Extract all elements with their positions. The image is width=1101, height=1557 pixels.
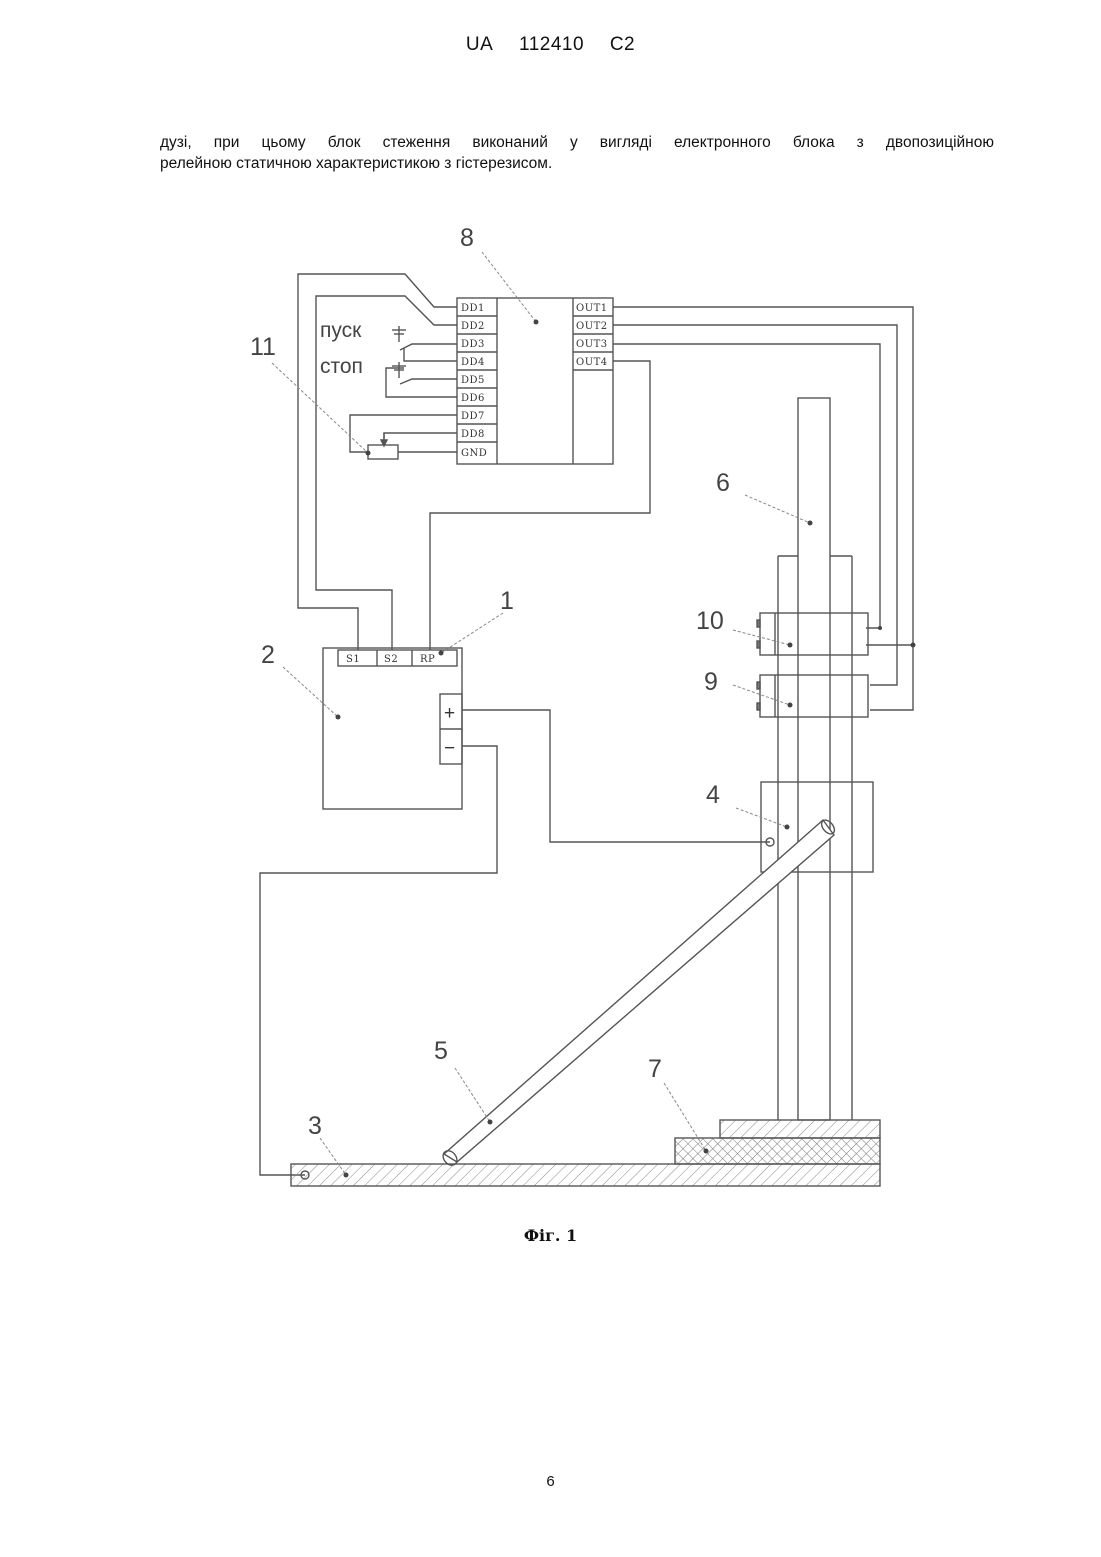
- terminal-s2: S2: [384, 654, 398, 665]
- pin-out1: OUT1: [576, 303, 608, 314]
- pin-dd5: DD5: [461, 375, 485, 386]
- pin-dd7: DD7: [461, 411, 485, 422]
- page-number: 6: [0, 1473, 1101, 1490]
- stop-switch-label: стоп: [320, 355, 363, 378]
- plus-terminal-sign: +: [444, 703, 455, 724]
- minus-terminal-sign: −: [444, 738, 455, 759]
- callout-2: 2: [261, 641, 275, 669]
- callout-dots: [336, 320, 916, 1178]
- pin-gnd: GND: [461, 448, 487, 459]
- callout-1: 1: [500, 587, 514, 615]
- callout-8: 8: [460, 224, 474, 252]
- terminal-rp: RP: [420, 654, 435, 665]
- controller-input-labels: DD1 DD2 DD3 DD4 DD5 DD6 DD7 DD8 GND: [461, 303, 487, 459]
- pin-dd6: DD6: [461, 393, 485, 404]
- pin-out2: OUT2: [576, 321, 608, 332]
- callout-9: 9: [704, 668, 718, 696]
- terminal-s1: S1: [346, 654, 360, 665]
- potentiometer-11: [368, 445, 398, 459]
- pin-dd4: DD4: [461, 357, 485, 368]
- start-switch-label: пуск: [320, 319, 362, 342]
- controller-output-labels: OUT1 OUT2 OUT3 OUT4: [576, 303, 608, 368]
- column-foot-plate: [720, 1120, 880, 1138]
- callout-6: 6: [716, 469, 730, 497]
- pin-out4: OUT4: [576, 357, 608, 368]
- callout-leaders: [272, 252, 810, 1175]
- callout-5: 5: [434, 1037, 448, 1065]
- pin-dd2: DD2: [461, 321, 485, 332]
- callout-3: 3: [308, 1112, 322, 1140]
- pin-dd3: DD3: [461, 339, 485, 350]
- figure-caption: Фіг. 1: [0, 1226, 1101, 1245]
- base-plate-3: [291, 1164, 880, 1186]
- pin-dd8: DD8: [461, 429, 485, 440]
- power-source-2: [323, 648, 462, 809]
- column-6: [778, 398, 852, 1120]
- callout-4: 4: [706, 781, 720, 809]
- power-terminal-labels: S1 S2 RP: [346, 654, 435, 665]
- pin-dd1: DD1: [461, 303, 485, 314]
- callout-10: 10: [696, 607, 724, 635]
- callout-11: 11: [250, 333, 276, 361]
- callout-7: 7: [648, 1055, 662, 1083]
- pin-out3: OUT3: [576, 339, 608, 350]
